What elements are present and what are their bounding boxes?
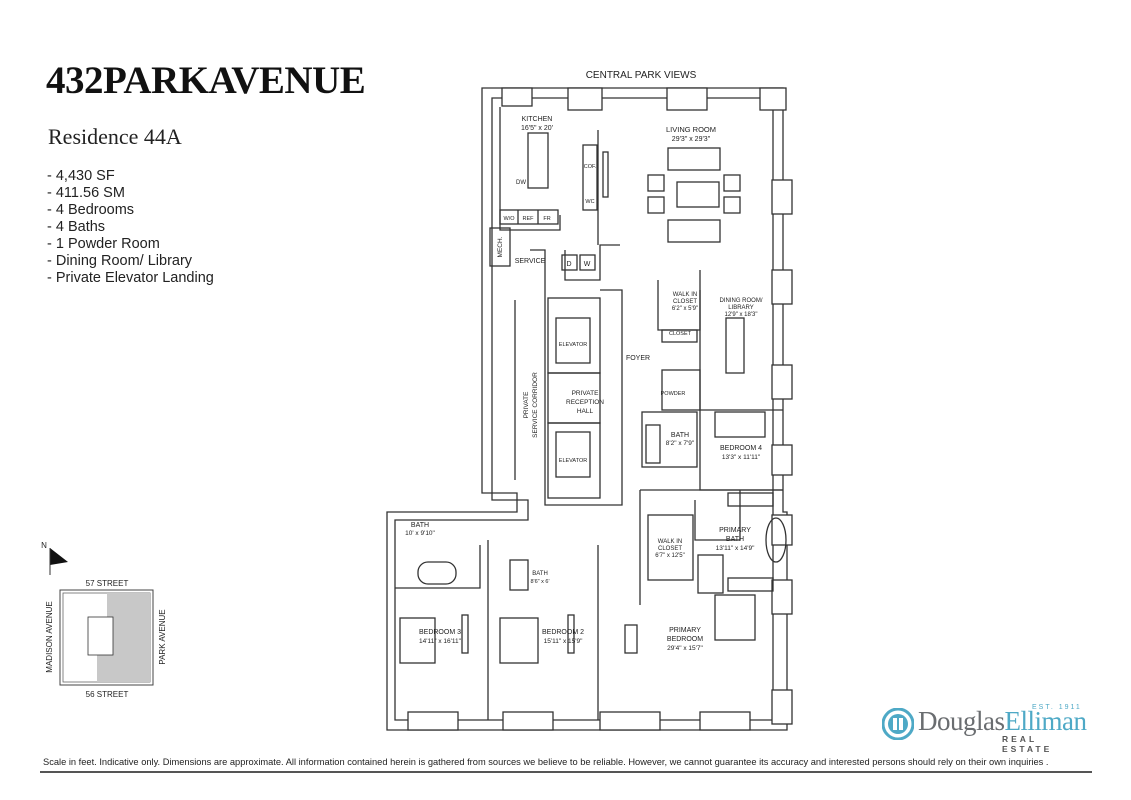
- closet-label: CLOSET: [669, 331, 692, 337]
- spec-baths: 4 Baths: [47, 219, 214, 236]
- living-label: LIVING ROOM: [666, 125, 716, 134]
- foyer-label: FOYER: [626, 355, 650, 362]
- coffee-label: COF.: [584, 164, 597, 170]
- bath2-dims: 8'6" x 6': [530, 579, 549, 585]
- footer-rule: [40, 771, 1092, 773]
- bedroom2-dims: 15'11" x 15'9": [544, 638, 583, 645]
- corridor-label2: SERVICE CORRIDOR: [532, 372, 539, 438]
- bedroom3-label: BEDROOM 3: [419, 629, 461, 636]
- walkin1-label: WALK IN: [673, 292, 697, 298]
- logo-tagline: REAL ESTATE: [1002, 734, 1053, 754]
- walkin2-dims: 6'7" x 12'5": [655, 553, 685, 559]
- madison-avenue-label: MADISON AVENUE: [45, 601, 54, 672]
- primary-bedroom-label2: BEDROOM: [667, 636, 703, 643]
- bedroom4-label: BEDROOM 4: [720, 445, 762, 452]
- walkin2-label2: CLOSET: [658, 546, 682, 552]
- mech-label: MECH.: [497, 236, 504, 257]
- primary-bath-label: PRIMARY: [719, 527, 751, 534]
- street-57-label: 57 STREET: [86, 579, 129, 588]
- wine-cooler-label: WC: [585, 199, 594, 205]
- dining-label2: LIBRARY: [728, 305, 754, 311]
- spec-sf: 4,430 SF: [47, 168, 214, 185]
- primary-bath-dims: 13'11" x 14'9": [716, 545, 755, 552]
- spec-list: 4,430 SF 411.56 SM 4 Bedrooms 4 Baths 1 …: [47, 168, 214, 287]
- walkin1-label2: CLOSET: [673, 299, 697, 305]
- walkin1-dims: 6'2" x 5'9": [672, 306, 698, 312]
- kitchen-label: KITCHEN: [522, 116, 553, 123]
- reception-label2: RECEPTION: [566, 399, 604, 406]
- primary-bedroom-label: PRIMARY: [669, 627, 701, 634]
- spec-bedrooms: 4 Bedrooms: [47, 202, 214, 219]
- service-label: SERVICE: [515, 258, 546, 265]
- bath-mid-dims: 8'2" x 7'9": [666, 440, 695, 447]
- primary-bedroom-dims: 29'4" x 15'7": [667, 645, 703, 652]
- logo-wordmark: DouglasElliman: [918, 706, 1087, 737]
- refrigerator-label: REF: [523, 216, 535, 222]
- street-56-label: 56 STREET: [86, 690, 129, 699]
- dishwasher-label: DW: [516, 180, 526, 186]
- reception-label3: HALL: [577, 408, 594, 415]
- spec-sm: 411.56 SM: [47, 185, 214, 202]
- spec-dining: Dining Room/ Library: [47, 253, 214, 270]
- dining-dims: 12'9" x 18'3": [725, 312, 758, 318]
- logo-mark-icon: [882, 708, 914, 740]
- living-dims: 29'3" x 29'3": [672, 136, 711, 143]
- bath-mid-label: BATH: [671, 432, 689, 439]
- dryer-label: D: [566, 261, 571, 268]
- primary-bath-label2: BATH: [726, 536, 744, 543]
- logo-douglas: Douglas: [918, 706, 1005, 736]
- spec-powder: 1 Powder Room: [47, 236, 214, 253]
- walkin2-label: WALK IN: [658, 539, 682, 545]
- dining-label: DINING ROOM/: [720, 298, 763, 304]
- corridor-label: PRIVATE: [523, 391, 530, 419]
- bath3-label: BATH: [411, 522, 429, 529]
- bedroom4-dims: 13'3" x 11'11": [722, 454, 761, 461]
- washer-label: W: [584, 261, 591, 268]
- building-title: 432PARKAVENUE: [46, 59, 366, 102]
- logo-elliman: Elliman: [1004, 706, 1087, 736]
- bath2-label: BATH: [532, 571, 548, 577]
- key-plan: N 57 STREET 56 STREET MADISON AVENUE PAR…: [41, 541, 167, 699]
- north-label: N: [41, 541, 47, 550]
- douglas-elliman-logo: DouglasElliman EST. 1911 REAL ESTATE: [882, 704, 1092, 754]
- wall-oven-label: W/O: [504, 216, 516, 222]
- bedroom2-label: BEDROOM 2: [542, 629, 584, 636]
- bedroom3-dims: 14'11" x 16'11": [419, 638, 462, 645]
- powder-label: POWDER: [661, 391, 686, 397]
- freezer-label: FR: [543, 216, 550, 222]
- bath3-dims: 10' x 9'10": [405, 530, 435, 537]
- elevator-top-label: ELEVATOR: [559, 342, 587, 348]
- kitchen-dims: 16'5" x 20': [521, 125, 553, 132]
- views-label: CENTRAL PARK VIEWS: [586, 70, 697, 81]
- residence-title: Residence 44A: [48, 124, 182, 149]
- elevator-bottom-label: ELEVATOR: [559, 458, 587, 464]
- disclaimer: Scale in feet. Indicative only. Dimensio…: [43, 757, 1049, 767]
- spec-elevator: Private Elevator Landing: [47, 270, 214, 287]
- north-arrow-icon: [50, 548, 68, 565]
- logo-est: EST. 1911: [1032, 704, 1082, 711]
- park-avenue-label: PARK AVENUE: [158, 609, 167, 664]
- reception-label: PRIVATE: [572, 390, 600, 397]
